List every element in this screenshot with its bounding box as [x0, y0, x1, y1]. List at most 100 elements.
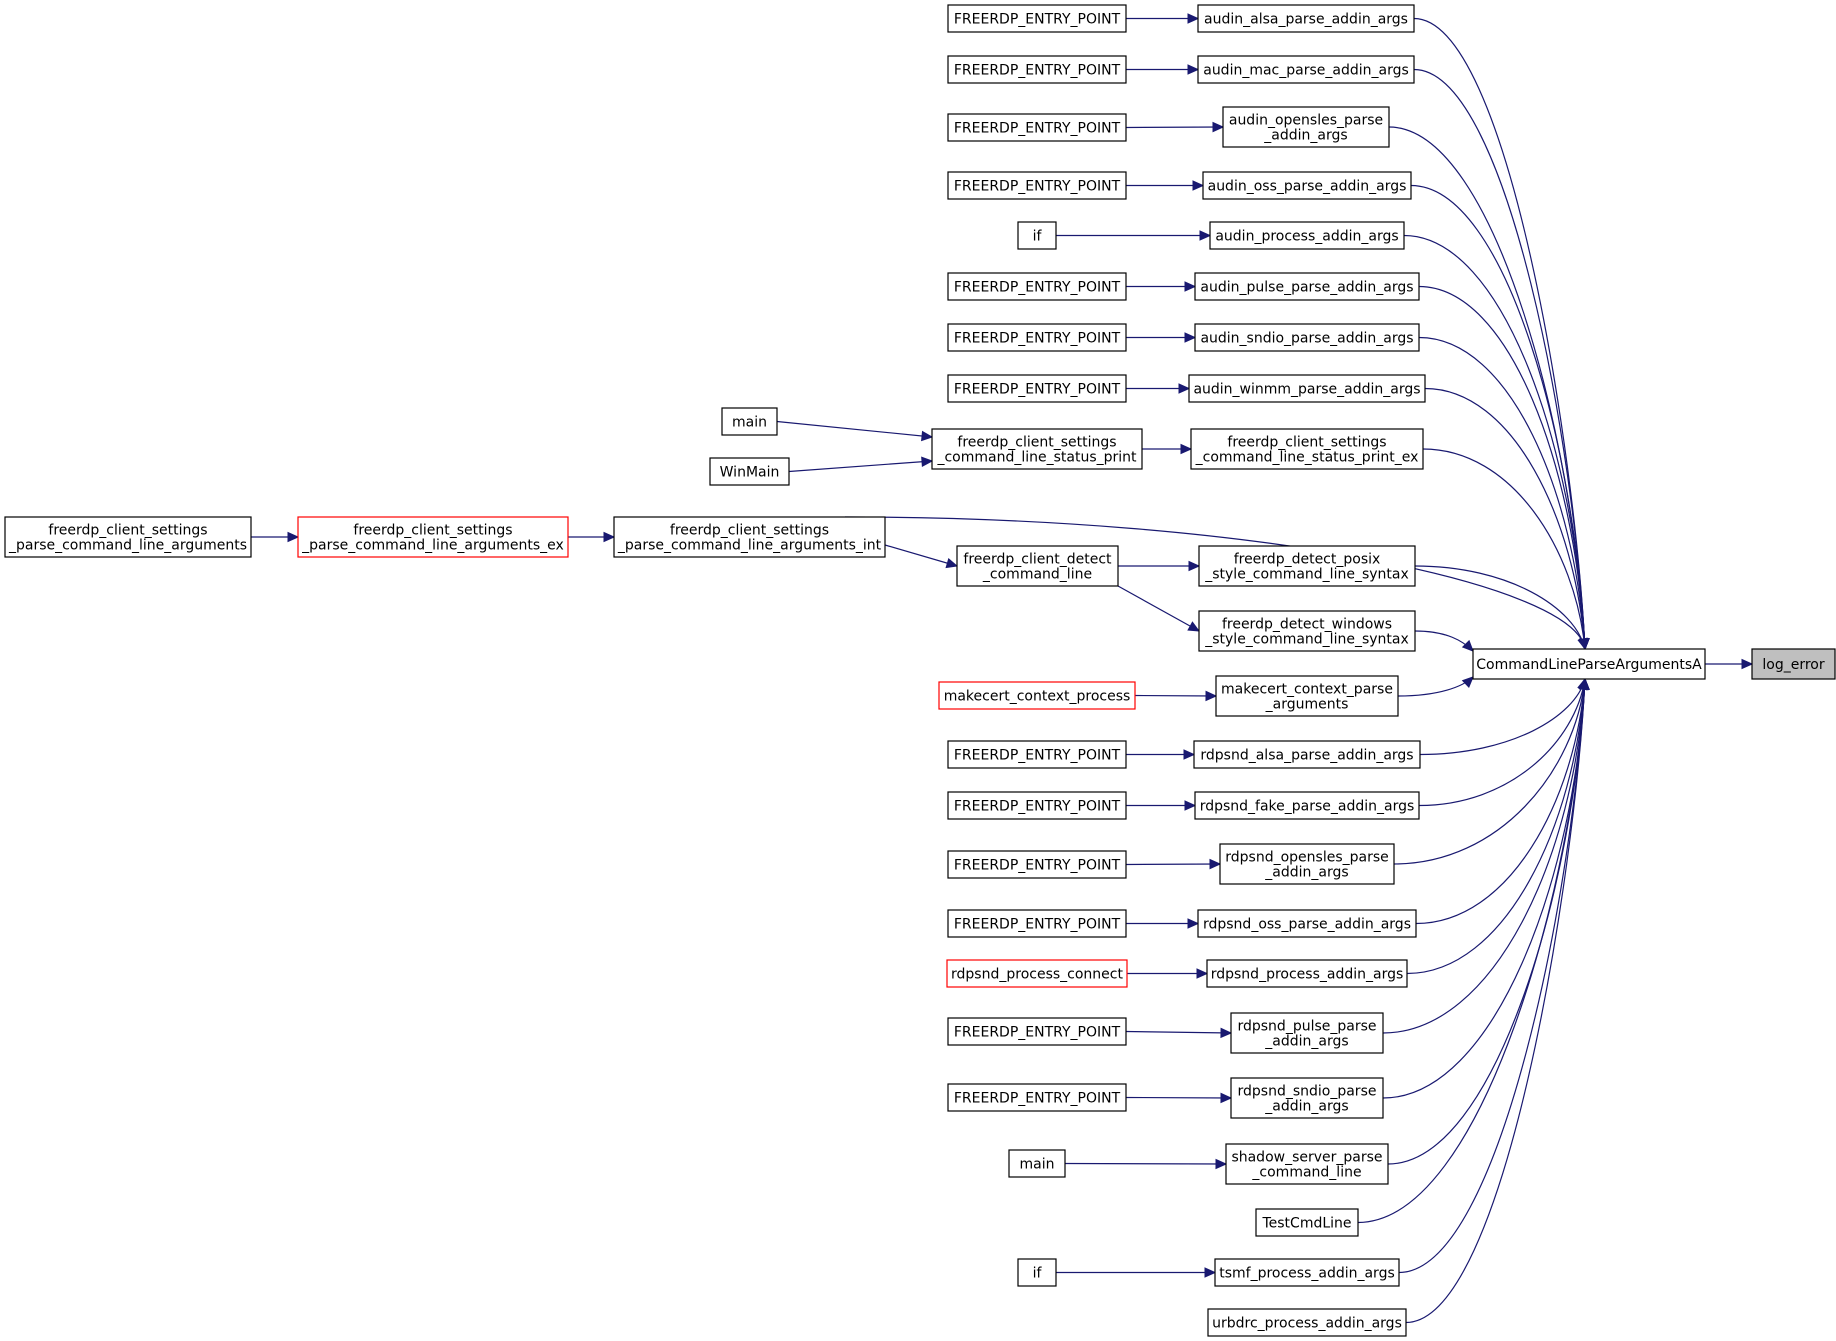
node-label: rdpsnd_alsa_parse_addin_args — [1200, 748, 1413, 764]
edge-arrowhead — [1577, 637, 1588, 651]
node-fep1[interactable]: FREERDP_ENTRY_POINT — [947, 4, 1127, 33]
node-makecert-process[interactable]: makecert_context_process — [938, 681, 1136, 710]
node-label: audin_alsa_parse_addin_args — [1204, 12, 1408, 28]
node-status-print-ex[interactable]: freerdp_client_settings_command_line_sta… — [1190, 428, 1424, 470]
edge-fep10-to-rdpsnd-opensles — [1125, 858, 1222, 870]
node-rdpsnd-sndio[interactable]: rdpsnd_sndio_parse_addin_args — [1230, 1077, 1384, 1119]
node-tsmf-process[interactable]: tsmf_process_addin_args — [1214, 1258, 1400, 1287]
node-detect-posix[interactable]: freerdp_detect_posix_style_command_line_… — [1198, 545, 1416, 587]
node-fep2[interactable]: FREERDP_ENTRY_POINT — [947, 55, 1127, 84]
node-label: rdpsnd_oss_parse_addin_args — [1203, 917, 1411, 933]
node-audin-mac[interactable]: audin_mac_parse_addin_args — [1197, 55, 1415, 84]
node-parse-int[interactable]: freerdp_client_settings_parse_command_li… — [613, 516, 886, 558]
node-fep8[interactable]: FREERDP_ENTRY_POINT — [947, 740, 1127, 769]
node-fep3[interactable]: FREERDP_ENTRY_POINT — [947, 113, 1127, 142]
node-if2[interactable]: if — [1017, 1258, 1057, 1287]
node-shadow-server[interactable]: shadow_server_parse_command_line — [1225, 1143, 1389, 1185]
node-box — [947, 55, 1127, 84]
edge-arrowhead — [1180, 443, 1193, 455]
node-rdpsnd-alsa[interactable]: rdpsnd_alsa_parse_addin_args — [1193, 740, 1421, 769]
node-box — [1198, 610, 1416, 652]
node-TestCmdLine[interactable]: TestCmdLine — [1255, 1208, 1359, 1237]
node-box — [947, 374, 1127, 403]
node-rdpsnd-pulse[interactable]: rdpsnd_pulse_parse_addin_args — [1230, 1012, 1384, 1054]
node-fep13[interactable]: FREERDP_ENTRY_POINT — [947, 1083, 1127, 1112]
node-fep10[interactable]: FREERDP_ENTRY_POINT — [947, 850, 1127, 879]
node-fep6[interactable]: FREERDP_ENTRY_POINT — [947, 323, 1127, 352]
node-rdpsnd-fake[interactable]: rdpsnd_fake_parse_addin_args — [1194, 791, 1420, 820]
edge-line — [1125, 126, 1224, 129]
node-box — [947, 740, 1127, 769]
node-label: rdpsnd_pulse_parse — [1237, 1019, 1376, 1035]
node-label: _command_line — [1251, 1165, 1361, 1181]
node-label: _parse_command_line_arguments — [8, 538, 247, 554]
edge-urbdrc-process-to-CommandLineParseArgumentsA — [1405, 677, 1590, 1324]
edge-line — [884, 544, 958, 567]
node-box — [1225, 1143, 1389, 1185]
node-audin-alsa[interactable]: audin_alsa_parse_addin_args — [1197, 4, 1415, 33]
node-box — [1222, 106, 1390, 148]
node-box — [1206, 959, 1408, 988]
node-main1[interactable]: main — [721, 407, 778, 436]
node-label: FREERDP_ENTRY_POINT — [954, 280, 1121, 296]
node-label: freerdp_detect_windows — [1222, 617, 1392, 633]
node-parse-ex[interactable]: freerdp_client_settings_parse_command_li… — [297, 516, 569, 558]
node-makecert-parse[interactable]: makecert_context_parse_arguments — [1215, 675, 1399, 717]
node-audin-sndio[interactable]: audin_sndio_parse_addin_args — [1194, 323, 1420, 352]
node-label: _style_command_line_syntax — [1204, 567, 1409, 583]
node-fep12[interactable]: FREERDP_ENTRY_POINT — [947, 1017, 1127, 1046]
edge-arrowhead — [1220, 1092, 1233, 1104]
node-fep9[interactable]: FREERDP_ENTRY_POINT — [947, 791, 1127, 820]
node-box — [1215, 675, 1399, 717]
node-rdpsnd-process[interactable]: rdpsnd_process_addin_args — [1206, 959, 1408, 988]
node-box — [1255, 1208, 1359, 1237]
edge-parse-ex-to-parse-int — [568, 531, 616, 543]
node-label: FREERDP_ENTRY_POINT — [954, 917, 1121, 933]
edge-makecert-parse-to-CommandLineParseArgumentsA — [1397, 676, 1474, 697]
edge-arrowhead — [287, 531, 300, 543]
edge-arrowhead — [1178, 383, 1191, 394]
node-fep7[interactable]: FREERDP_ENTRY_POINT — [947, 374, 1127, 403]
node-label: main — [732, 415, 767, 431]
node-rdpsnd-opensles[interactable]: rdpsnd_opensles_parse_addin_args — [1219, 843, 1395, 885]
node-box — [1209, 221, 1405, 250]
edge-line — [1125, 1030, 1232, 1034]
node-label: FREERDP_ENTRY_POINT — [954, 63, 1121, 79]
node-urbdrc-process[interactable]: urbdrc_process_addin_args — [1207, 1308, 1407, 1337]
node-WinMain[interactable]: WinMain — [709, 457, 790, 486]
edge-arrowhead — [1183, 749, 1196, 760]
node-label: TestCmdLine — [1261, 1216, 1351, 1232]
edge-tsmf-process-to-CommandLineParseArgumentsA — [1398, 677, 1590, 1274]
node-label: audin_sndio_parse_addin_args — [1200, 331, 1413, 347]
edge-arrowhead — [1184, 800, 1197, 811]
node-fep5[interactable]: FREERDP_ENTRY_POINT — [947, 272, 1127, 301]
node-audin-opensles[interactable]: audin_opensles_parse_addin_args — [1222, 106, 1390, 148]
node-box — [1207, 1308, 1407, 1337]
edge-arrowhead — [1187, 13, 1200, 24]
node-label: freerdp_client_settings — [957, 435, 1116, 451]
node-detect-windows[interactable]: freerdp_detect_windows_style_command_lin… — [1198, 610, 1416, 652]
node-parse-args[interactable]: freerdp_client_settings_parse_command_li… — [4, 516, 252, 558]
node-rdpsnd-process-connect[interactable]: rdpsnd_process_connect — [946, 959, 1128, 988]
node-audin-oss[interactable]: audin_oss_parse_addin_args — [1202, 171, 1412, 200]
node-fep4[interactable]: FREERDP_ENTRY_POINT — [947, 171, 1127, 200]
node-label: FREERDP_ENTRY_POINT — [954, 382, 1121, 398]
node-detect-cmd[interactable]: freerdp_client_detect_command_line — [956, 545, 1119, 587]
node-audin-pulse[interactable]: audin_pulse_parse_addin_args — [1194, 272, 1420, 301]
node-box — [947, 171, 1127, 200]
node-status-print[interactable]: freerdp_client_settings_command_line_sta… — [931, 428, 1143, 470]
edge-parse-int-to-detect-cmd — [884, 544, 959, 569]
node-rdpsnd-oss[interactable]: rdpsnd_oss_parse_addin_args — [1197, 909, 1417, 938]
node-log-error[interactable]: log_error — [1751, 648, 1836, 680]
edge-line — [1382, 678, 1586, 1034]
node-fep11[interactable]: FREERDP_ENTRY_POINT — [947, 909, 1127, 938]
node-box — [1202, 171, 1412, 200]
node-box — [1214, 1258, 1400, 1287]
node-box — [947, 323, 1127, 352]
node-main2[interactable]: main — [1008, 1149, 1066, 1178]
node-CommandLineParseArgumentsA[interactable]: CommandLineParseArgumentsA — [1472, 648, 1706, 680]
node-if1[interactable]: if — [1017, 221, 1057, 250]
edge-rdpsnd-process-connect-to-rdpsnd-process — [1127, 968, 1209, 979]
node-audin-process[interactable]: audin_process_addin_args — [1209, 221, 1405, 250]
node-audin-winmm[interactable]: audin_winmm_parse_addin_args — [1188, 374, 1426, 403]
